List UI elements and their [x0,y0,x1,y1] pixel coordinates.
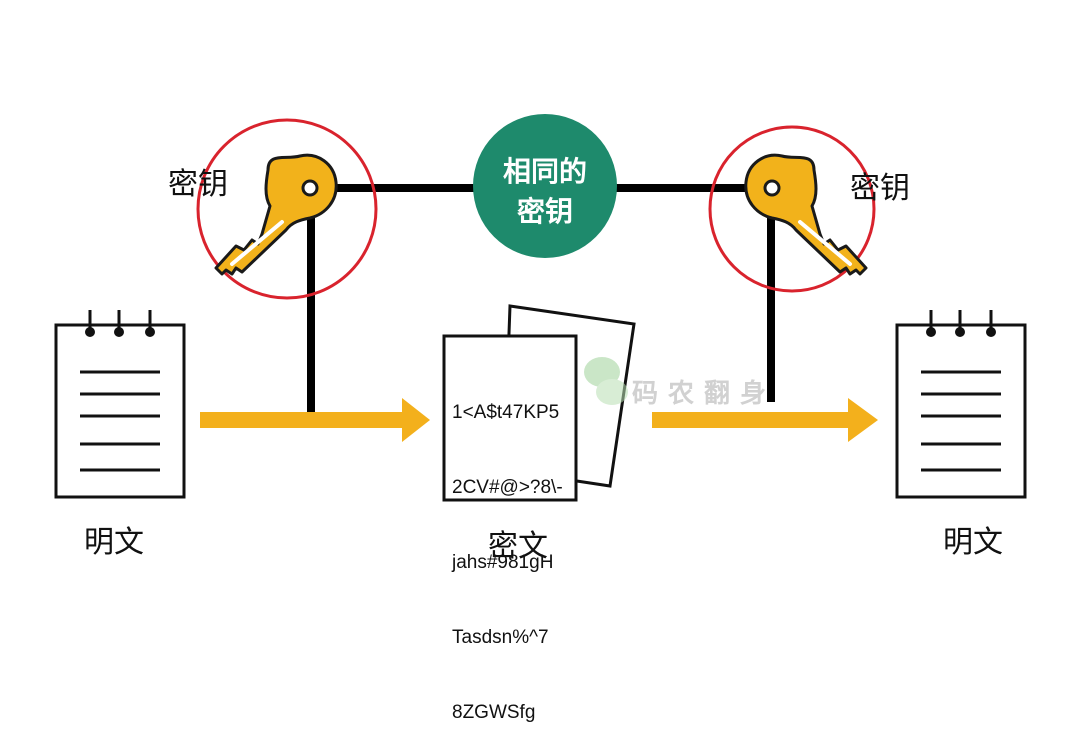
same-key-line2: 密钥 [516,195,573,228]
plaintext-notepad-right-icon [895,310,1027,499]
arrow-to-ciphertext [200,398,430,442]
left-key-circle [196,118,378,300]
ciphertext-line: 1<A$t47KP5 [452,402,560,423]
ciphertext-line: 2CV#@>?8\- [452,477,563,498]
plaintext-left-label: 明文 [84,525,144,560]
ciphertext-pages-icon [442,304,636,502]
diagram-canvas [54,114,1027,502]
symmetric-encryption-diagram: 密钥 密钥 相同的 密钥 1<A$t47KP5 2CV#@>?8\- jahs#… [54,114,1027,723]
same-key-badge-text: 相同的 密钥 [472,152,618,232]
watermark-text: 码农翻身 [632,379,777,409]
key-left-label: 密钥 [168,167,228,202]
plaintext-right-label: 明文 [943,525,1003,560]
plaintext-notepad-left-icon [54,310,186,499]
left-key-icon [214,153,338,276]
same-key-line1: 相同的 [502,155,587,188]
wechat-watermark-icon [584,357,628,405]
same-key-badge [473,114,617,258]
ciphertext-line: jahs#981gH [452,552,554,573]
right-key-icon [744,153,868,276]
ciphertext-line: 8ZGWSfg [452,702,536,723]
right-key-circle [708,125,876,293]
ciphertext-line: Tasdsn%^7 [452,627,549,648]
key-right-label: 密钥 [850,171,910,206]
arrow-to-plaintext [652,398,878,442]
ciphertext-label: 密文 [488,529,548,564]
